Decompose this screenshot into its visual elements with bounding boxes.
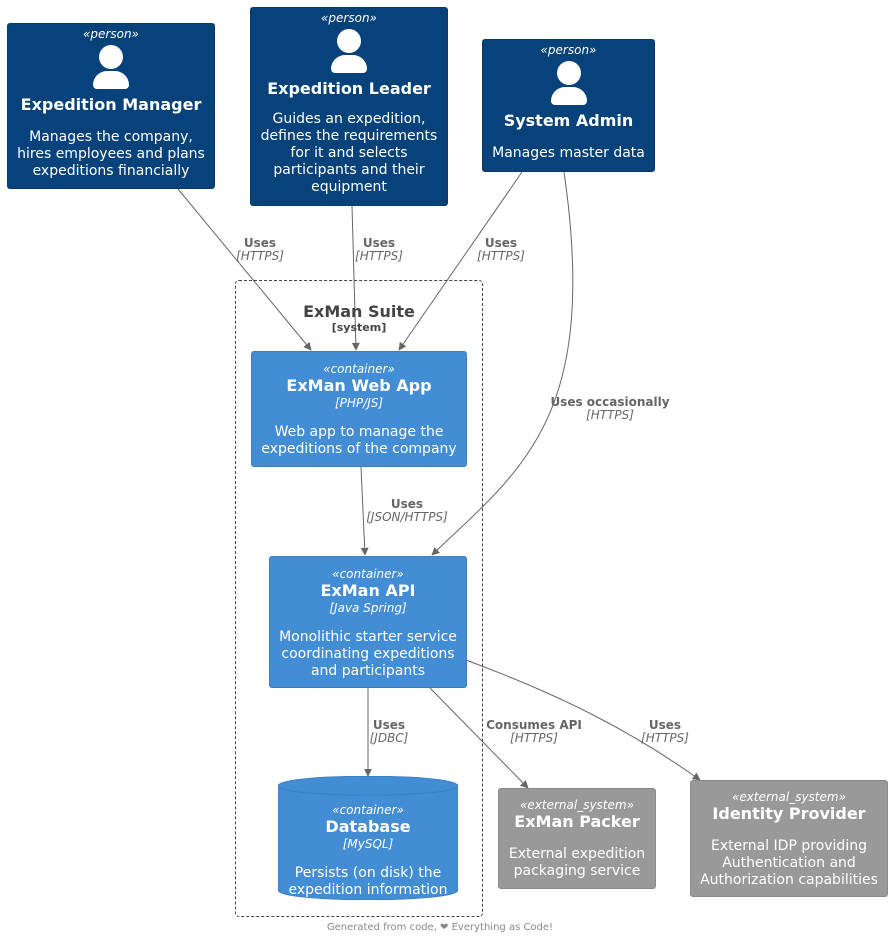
edge-label: Uses[HTTPS] xyxy=(355,236,403,263)
node-title: Identity Provider xyxy=(712,804,866,823)
container-exman-api[interactable]: «container» ExMan API [Java Spring] Mono… xyxy=(269,556,467,688)
container-database[interactable]: «container» Database [MySQL] Persists (o… xyxy=(278,776,458,900)
stereotype-label: «external_system» xyxy=(520,798,634,812)
footer-note: Generated from code, ❤ Everything as Cod… xyxy=(326,922,554,933)
stereotype-label: «person» xyxy=(83,27,139,41)
boundary-title: ExMan Suite xyxy=(303,302,415,321)
edge-label: Uses[HTTPS] xyxy=(477,236,525,263)
edge-admin-to-api xyxy=(431,171,574,556)
person-expedition-leader[interactable]: «person» Expedition Leader Guides an exp… xyxy=(250,7,448,206)
node-description: Persists (on disk) the expedition inform… xyxy=(288,865,448,898)
node-description: Manages master data xyxy=(492,145,645,161)
edge-admin-to-webapp xyxy=(398,171,523,351)
node-title: Expedition Manager xyxy=(20,95,202,114)
node-description: Web app to manage the expeditions of the… xyxy=(261,424,457,457)
edge-label: Uses occasionally[HTTPS] xyxy=(550,395,670,422)
stereotype-label: «person» xyxy=(321,11,377,25)
boundary-subtitle: [system] xyxy=(331,321,387,334)
person-icon xyxy=(550,61,587,105)
system-boundary-exman-suite xyxy=(235,280,483,917)
external-system-identity-provider[interactable]: «external_system» Identity Provider Exte… xyxy=(690,780,888,897)
stereotype-label: «container» xyxy=(323,362,395,376)
node-description: External expedition packaging service xyxy=(508,846,646,879)
person-system-admin[interactable]: «person» System Admin Manages master dat… xyxy=(482,39,655,172)
edge-api-to-packer xyxy=(429,687,529,789)
database-cylinder-shape xyxy=(278,776,458,900)
edge-leader-to-webapp xyxy=(351,205,360,351)
node-description: Manages the company, hires employees and… xyxy=(17,129,205,179)
node-title: ExMan Packer xyxy=(514,812,640,831)
edge-label: Uses[HTTPS] xyxy=(641,718,689,745)
edge-label: Uses[JSON/HTTPS] xyxy=(366,497,448,524)
node-title: Expedition Leader xyxy=(267,79,431,98)
node-description: Guides an expedition, defines the requir… xyxy=(260,111,438,195)
node-technology: [MySQL] xyxy=(342,837,394,851)
node-technology: [PHP/JS] xyxy=(334,396,384,410)
person-expedition-manager[interactable]: «person» Expedition Manager Manages the … xyxy=(7,23,215,189)
edge-api-to-idp xyxy=(465,659,701,781)
edge-label: Consumes API[HTTPS] xyxy=(486,718,582,745)
node-title: System Admin xyxy=(503,111,634,130)
edge-label: Uses[HTTPS] xyxy=(236,236,284,263)
edge-webapp-to-api xyxy=(360,466,369,556)
stereotype-label: «external_system» xyxy=(732,790,846,804)
person-icon xyxy=(93,45,129,89)
container-exman-web-app[interactable]: «container» ExMan Web App [PHP/JS] Web a… xyxy=(251,351,467,467)
stereotype-label: «container» xyxy=(332,803,404,817)
node-title: ExMan API xyxy=(320,581,416,600)
edge-manager-to-webapp xyxy=(177,188,312,351)
node-description: External IDP providing Authentication an… xyxy=(700,838,878,888)
stereotype-label: «container» xyxy=(332,567,404,581)
external-system-exman-packer[interactable]: «external_system» ExMan Packer External … xyxy=(498,788,656,889)
node-technology: [Java Spring] xyxy=(329,601,407,615)
edge-label: Uses[JDBC] xyxy=(369,718,409,745)
node-description: Monolithic starter service coordinating … xyxy=(279,629,457,679)
node-title: Database xyxy=(325,817,411,836)
stereotype-label: «person» xyxy=(540,43,597,57)
person-icon xyxy=(331,29,367,73)
node-title: ExMan Web App xyxy=(286,376,432,395)
